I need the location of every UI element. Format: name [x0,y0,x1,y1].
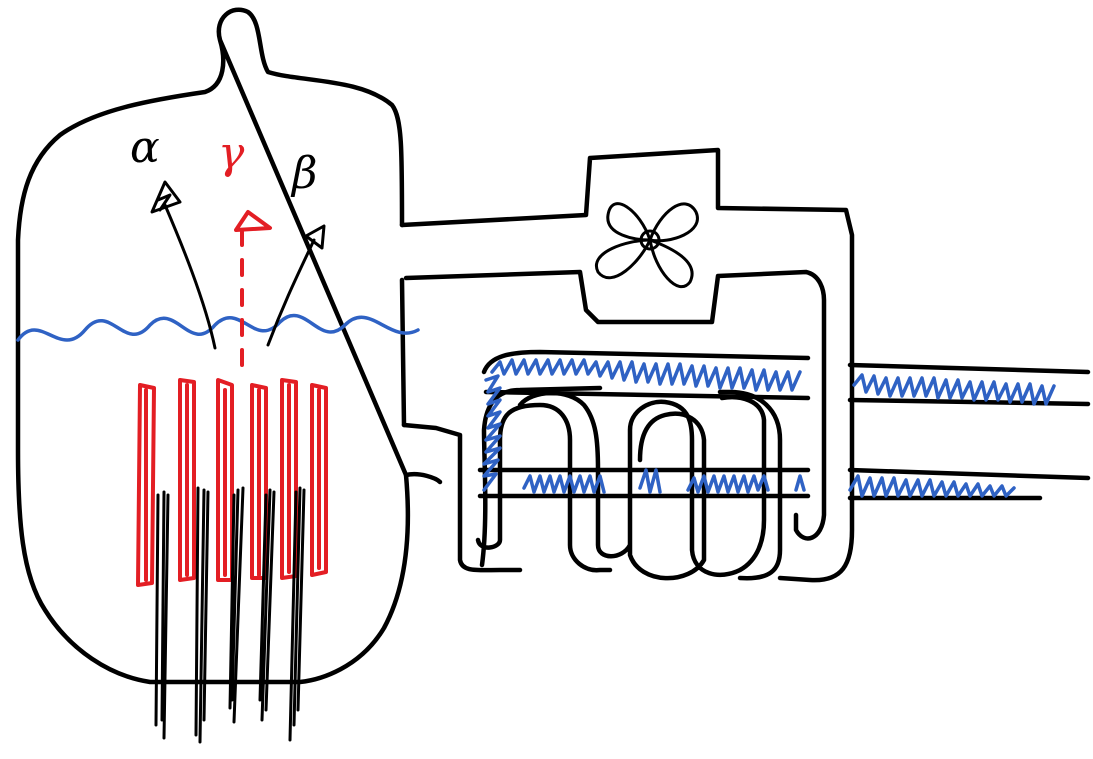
outlet-pipe-upper [481,349,1091,407]
water-surface [16,313,420,342]
alpha-label: α [130,122,160,173]
beta-arrow [266,224,326,347]
fan-icon [594,202,699,289]
gamma-label: γ [218,128,245,179]
fuel-rods [136,378,328,587]
reactor-vessel [15,7,411,685]
water-fill [482,358,1056,498]
outlet-pipe-lower [477,467,1091,501]
gamma-arrow [234,210,272,367]
alpha-arrow [150,180,217,350]
heat-exchanger-tube [401,385,783,581]
control-rods [154,486,306,744]
steam-pipe-upper [399,147,855,583]
beta-label: β [290,148,317,199]
